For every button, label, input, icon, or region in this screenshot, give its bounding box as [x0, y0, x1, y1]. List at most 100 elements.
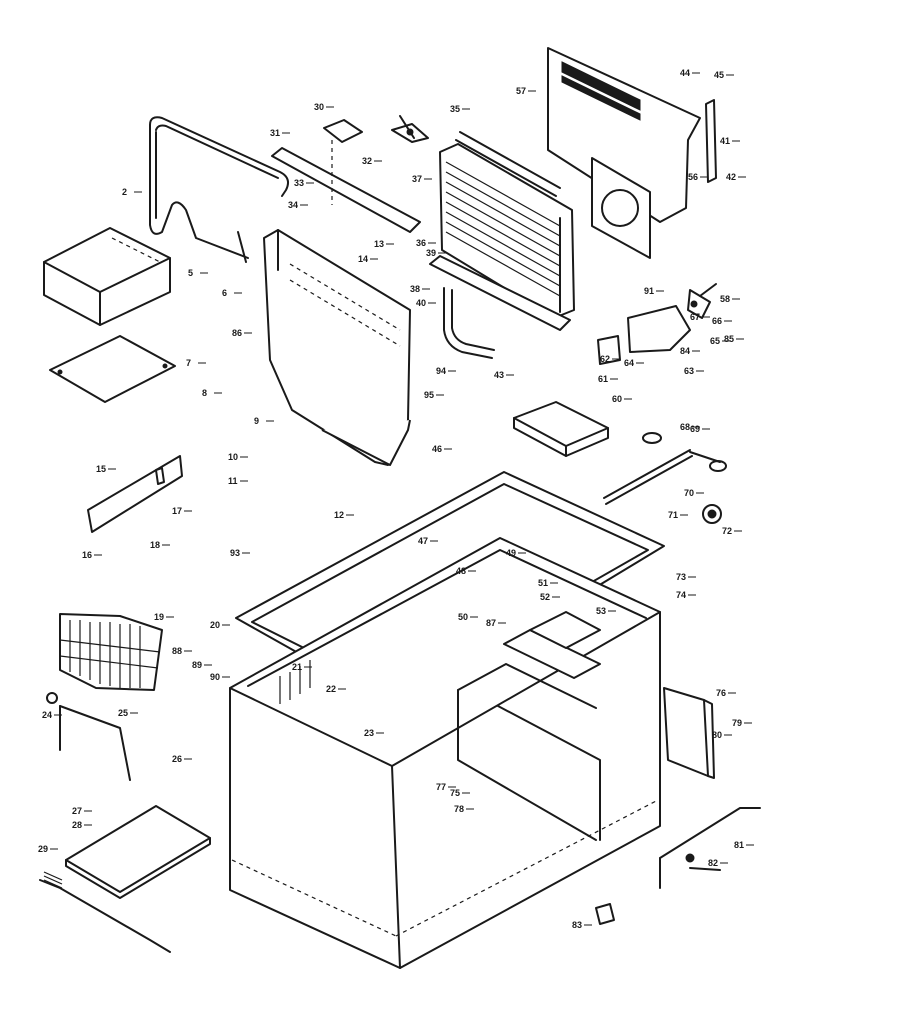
callout-77: 77 — [436, 782, 446, 792]
callout-20: 20 — [210, 620, 220, 630]
evaporator-coil — [439, 143, 575, 319]
callout-80: 80 — [712, 730, 722, 740]
callout-27: 27 — [72, 806, 82, 816]
drain-tube — [443, 287, 495, 359]
callout-60: 60 — [612, 394, 622, 404]
side-rail — [705, 99, 717, 183]
callout-71: 71 — [668, 510, 678, 520]
callout-70: 70 — [684, 488, 694, 498]
callout-8: 8 — [202, 388, 207, 398]
callout-2: 2 — [122, 187, 127, 197]
callout-17: 17 — [172, 506, 182, 516]
callout-85: 85 — [724, 334, 734, 344]
callout-51: 51 — [538, 578, 548, 588]
callout-28: 28 — [72, 820, 82, 830]
coil-tube — [149, 116, 289, 263]
small-fan-blade — [391, 115, 429, 143]
callout-6: 6 — [222, 288, 227, 298]
callout-31: 31 — [270, 128, 280, 138]
callout-93: 93 — [230, 548, 240, 558]
lower-right-component — [659, 807, 761, 889]
callout-44: 44 — [680, 68, 690, 78]
side-door-panel — [663, 687, 715, 779]
hinge-bracket — [87, 455, 183, 533]
back-panel — [263, 229, 411, 466]
callout-63: 63 — [684, 366, 694, 376]
control-knob — [702, 504, 722, 524]
callout-82: 82 — [708, 858, 718, 868]
callout-34: 34 — [288, 200, 298, 210]
callout-76: 76 — [716, 688, 726, 698]
callout-11: 11 — [228, 476, 238, 486]
callout-35: 35 — [450, 104, 460, 114]
callout-75: 75 — [450, 788, 460, 798]
channel-strip — [429, 255, 571, 331]
callout-79: 79 — [732, 718, 742, 728]
callout-39: 39 — [426, 248, 436, 258]
callout-74: 74 — [676, 590, 686, 600]
bottom-foot — [595, 903, 615, 925]
callout-84: 84 — [680, 346, 690, 356]
callout-43: 43 — [494, 370, 504, 380]
callout-67: 67 — [690, 312, 700, 322]
control-box — [529, 611, 601, 649]
callout-16: 16 — [82, 550, 92, 560]
callout-9: 9 — [254, 416, 259, 426]
callout-94: 94 — [436, 366, 446, 376]
callout-32: 32 — [362, 156, 372, 166]
small-tray — [513, 401, 609, 457]
tube-rod — [455, 131, 561, 197]
callout-45: 45 — [714, 70, 724, 80]
callout-24: 24 — [42, 710, 52, 720]
drip-tray — [43, 227, 171, 326]
top-right-panel — [547, 47, 701, 259]
callout-21: 21 — [292, 662, 302, 672]
callout-65: 65 — [710, 336, 720, 346]
callout-49: 49 — [506, 548, 516, 558]
callout-26: 26 — [172, 754, 182, 764]
callout-30: 30 — [314, 102, 324, 112]
callout-14: 14 — [358, 254, 368, 264]
callout-15: 15 — [96, 464, 106, 474]
callout-88: 88 — [172, 646, 182, 656]
callout-25: 25 — [118, 708, 128, 718]
wire-basket — [59, 613, 163, 691]
callout-91: 91 — [644, 286, 654, 296]
callout-13: 13 — [374, 239, 384, 249]
fan-motor-assembly — [597, 283, 717, 365]
callout-83: 83 — [572, 920, 582, 930]
callout-64: 64 — [624, 358, 634, 368]
callout-47: 47 — [418, 536, 428, 546]
callout-53: 53 — [596, 606, 606, 616]
callout-90: 90 — [210, 672, 220, 682]
callout-50: 50 — [458, 612, 468, 622]
callout-78: 78 — [454, 804, 464, 814]
callout-68: 68 — [680, 422, 690, 432]
callout-66: 66 — [712, 316, 722, 326]
callout-95: 95 — [424, 390, 434, 400]
callout-57: 57 — [516, 86, 526, 96]
callout-5: 5 — [188, 268, 193, 278]
callout-48: 48 — [456, 566, 466, 576]
callout-19: 19 — [154, 612, 164, 622]
callout-29: 29 — [38, 844, 48, 854]
callout-62: 62 — [600, 354, 610, 364]
callout-73: 73 — [676, 572, 686, 582]
callout-42: 42 — [726, 172, 736, 182]
callout-46: 46 — [432, 444, 442, 454]
callout-89: 89 — [192, 660, 202, 670]
callout-37: 37 — [412, 174, 422, 184]
callout-38: 38 — [410, 284, 420, 294]
bracket-strip — [271, 119, 421, 233]
callout-18: 18 — [150, 540, 160, 550]
callout-69: 69 — [690, 424, 700, 434]
callout-81: 81 — [734, 840, 744, 850]
callout-33: 33 — [294, 178, 304, 188]
callout-12: 12 — [334, 510, 344, 520]
callout-10: 10 — [228, 452, 238, 462]
callout-86: 86 — [232, 328, 242, 338]
cabinet-body — [229, 537, 661, 969]
callout-58: 58 — [720, 294, 730, 304]
